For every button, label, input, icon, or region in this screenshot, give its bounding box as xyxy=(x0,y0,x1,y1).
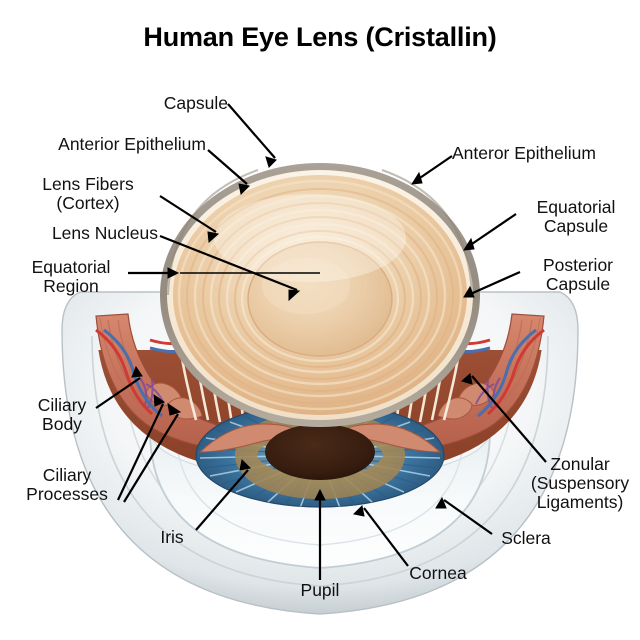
label-equatorial-region: Equatorial Region xyxy=(31,257,111,296)
page-title: Human Eye Lens (Cristallin) xyxy=(143,22,497,52)
label-zonular-ligaments: Zonular (Suspensory Ligaments) xyxy=(530,454,630,512)
label-iris: Iris xyxy=(160,527,184,547)
label-cornea: Cornea xyxy=(409,563,467,583)
label-pupil: Pupil xyxy=(300,580,340,600)
label-capsule: Capsule xyxy=(163,93,228,113)
label-anteror-epithelium-right: Anteror Epithelium xyxy=(452,143,596,163)
ciliary-body-right xyxy=(394,313,545,450)
label-equatorial-capsule: Equatorial Capsule xyxy=(536,197,616,236)
label-lens-fibers-cortex: Lens Fibers (Cortex) xyxy=(42,174,134,213)
pupil-layer xyxy=(265,424,375,480)
label-lens-nucleus: Lens Nucleus xyxy=(51,223,158,243)
leader-lines xyxy=(95,103,547,580)
label-anterior-epithelium: Anterior Epithelium xyxy=(58,134,206,154)
lens-body xyxy=(160,163,480,427)
label-ciliary-processes: Ciliary Processes xyxy=(26,465,108,504)
label-sclera: Sclera xyxy=(501,528,551,548)
label-posterior-capsule: Posterior Capsule xyxy=(542,255,614,294)
label-ciliary-body: Ciliary Body xyxy=(37,395,87,434)
